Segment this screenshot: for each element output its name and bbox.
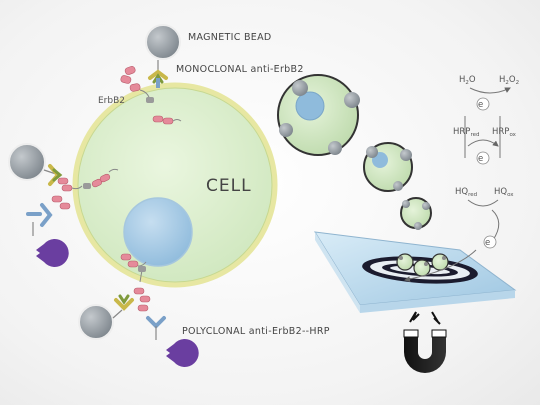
top-erbb2-receptor-icon — [120, 66, 154, 103]
captured-cell-medium — [363, 142, 413, 192]
erbb2-label: ErbB2 — [98, 96, 125, 106]
captured-cell-small — [400, 197, 432, 230]
polyclonal-label: POLYCLONAL anti-ErbB2--HRP — [182, 326, 330, 337]
hq-ox-label: HQox — [494, 187, 514, 198]
left-antibody-complex-icon — [43, 164, 91, 192]
monoclonal-label: MONOCLONAL anti-ErbB2 — [176, 64, 304, 75]
bottom-membrane-receptor-icon — [120, 253, 147, 268]
bottom-magnetic-bead-icon — [78, 304, 114, 340]
redox-cycle — [404, 87, 511, 282]
electrode-chip — [314, 231, 517, 313]
nucleus — [123, 197, 193, 267]
top-magnetic-bead-icon — [145, 24, 181, 60]
electron-label-3: e — [485, 238, 490, 248]
captured-cell-large — [277, 74, 360, 156]
electron-label-2: e — [478, 154, 483, 164]
left-magnetic-bead-icon — [8, 143, 46, 181]
membrane-receptor-icon — [152, 115, 182, 125]
electron-label-1: e — [478, 100, 483, 110]
h2o-label: H2O — [459, 75, 476, 86]
top-monoclonal-antibody-icon — [148, 60, 168, 88]
magnetic-bead-label: MAGNETIC BEAD — [188, 32, 272, 43]
bottom-antibody-complex-icon — [112, 266, 151, 319]
left-polyclonal-hrp-icon — [26, 195, 71, 268]
magnet-icon — [403, 311, 447, 373]
left-membrane-receptor-icon — [91, 168, 119, 188]
hrp-ox-label: HRPox — [492, 127, 517, 138]
hrp-red-label: HRPred — [453, 127, 479, 138]
bottom-polyclonal-hrp-icon — [146, 316, 199, 367]
h2o2-label: H2O2 — [499, 75, 519, 86]
cell-label: CELL — [206, 176, 252, 196]
hq-red-label: HQred — [455, 187, 477, 198]
